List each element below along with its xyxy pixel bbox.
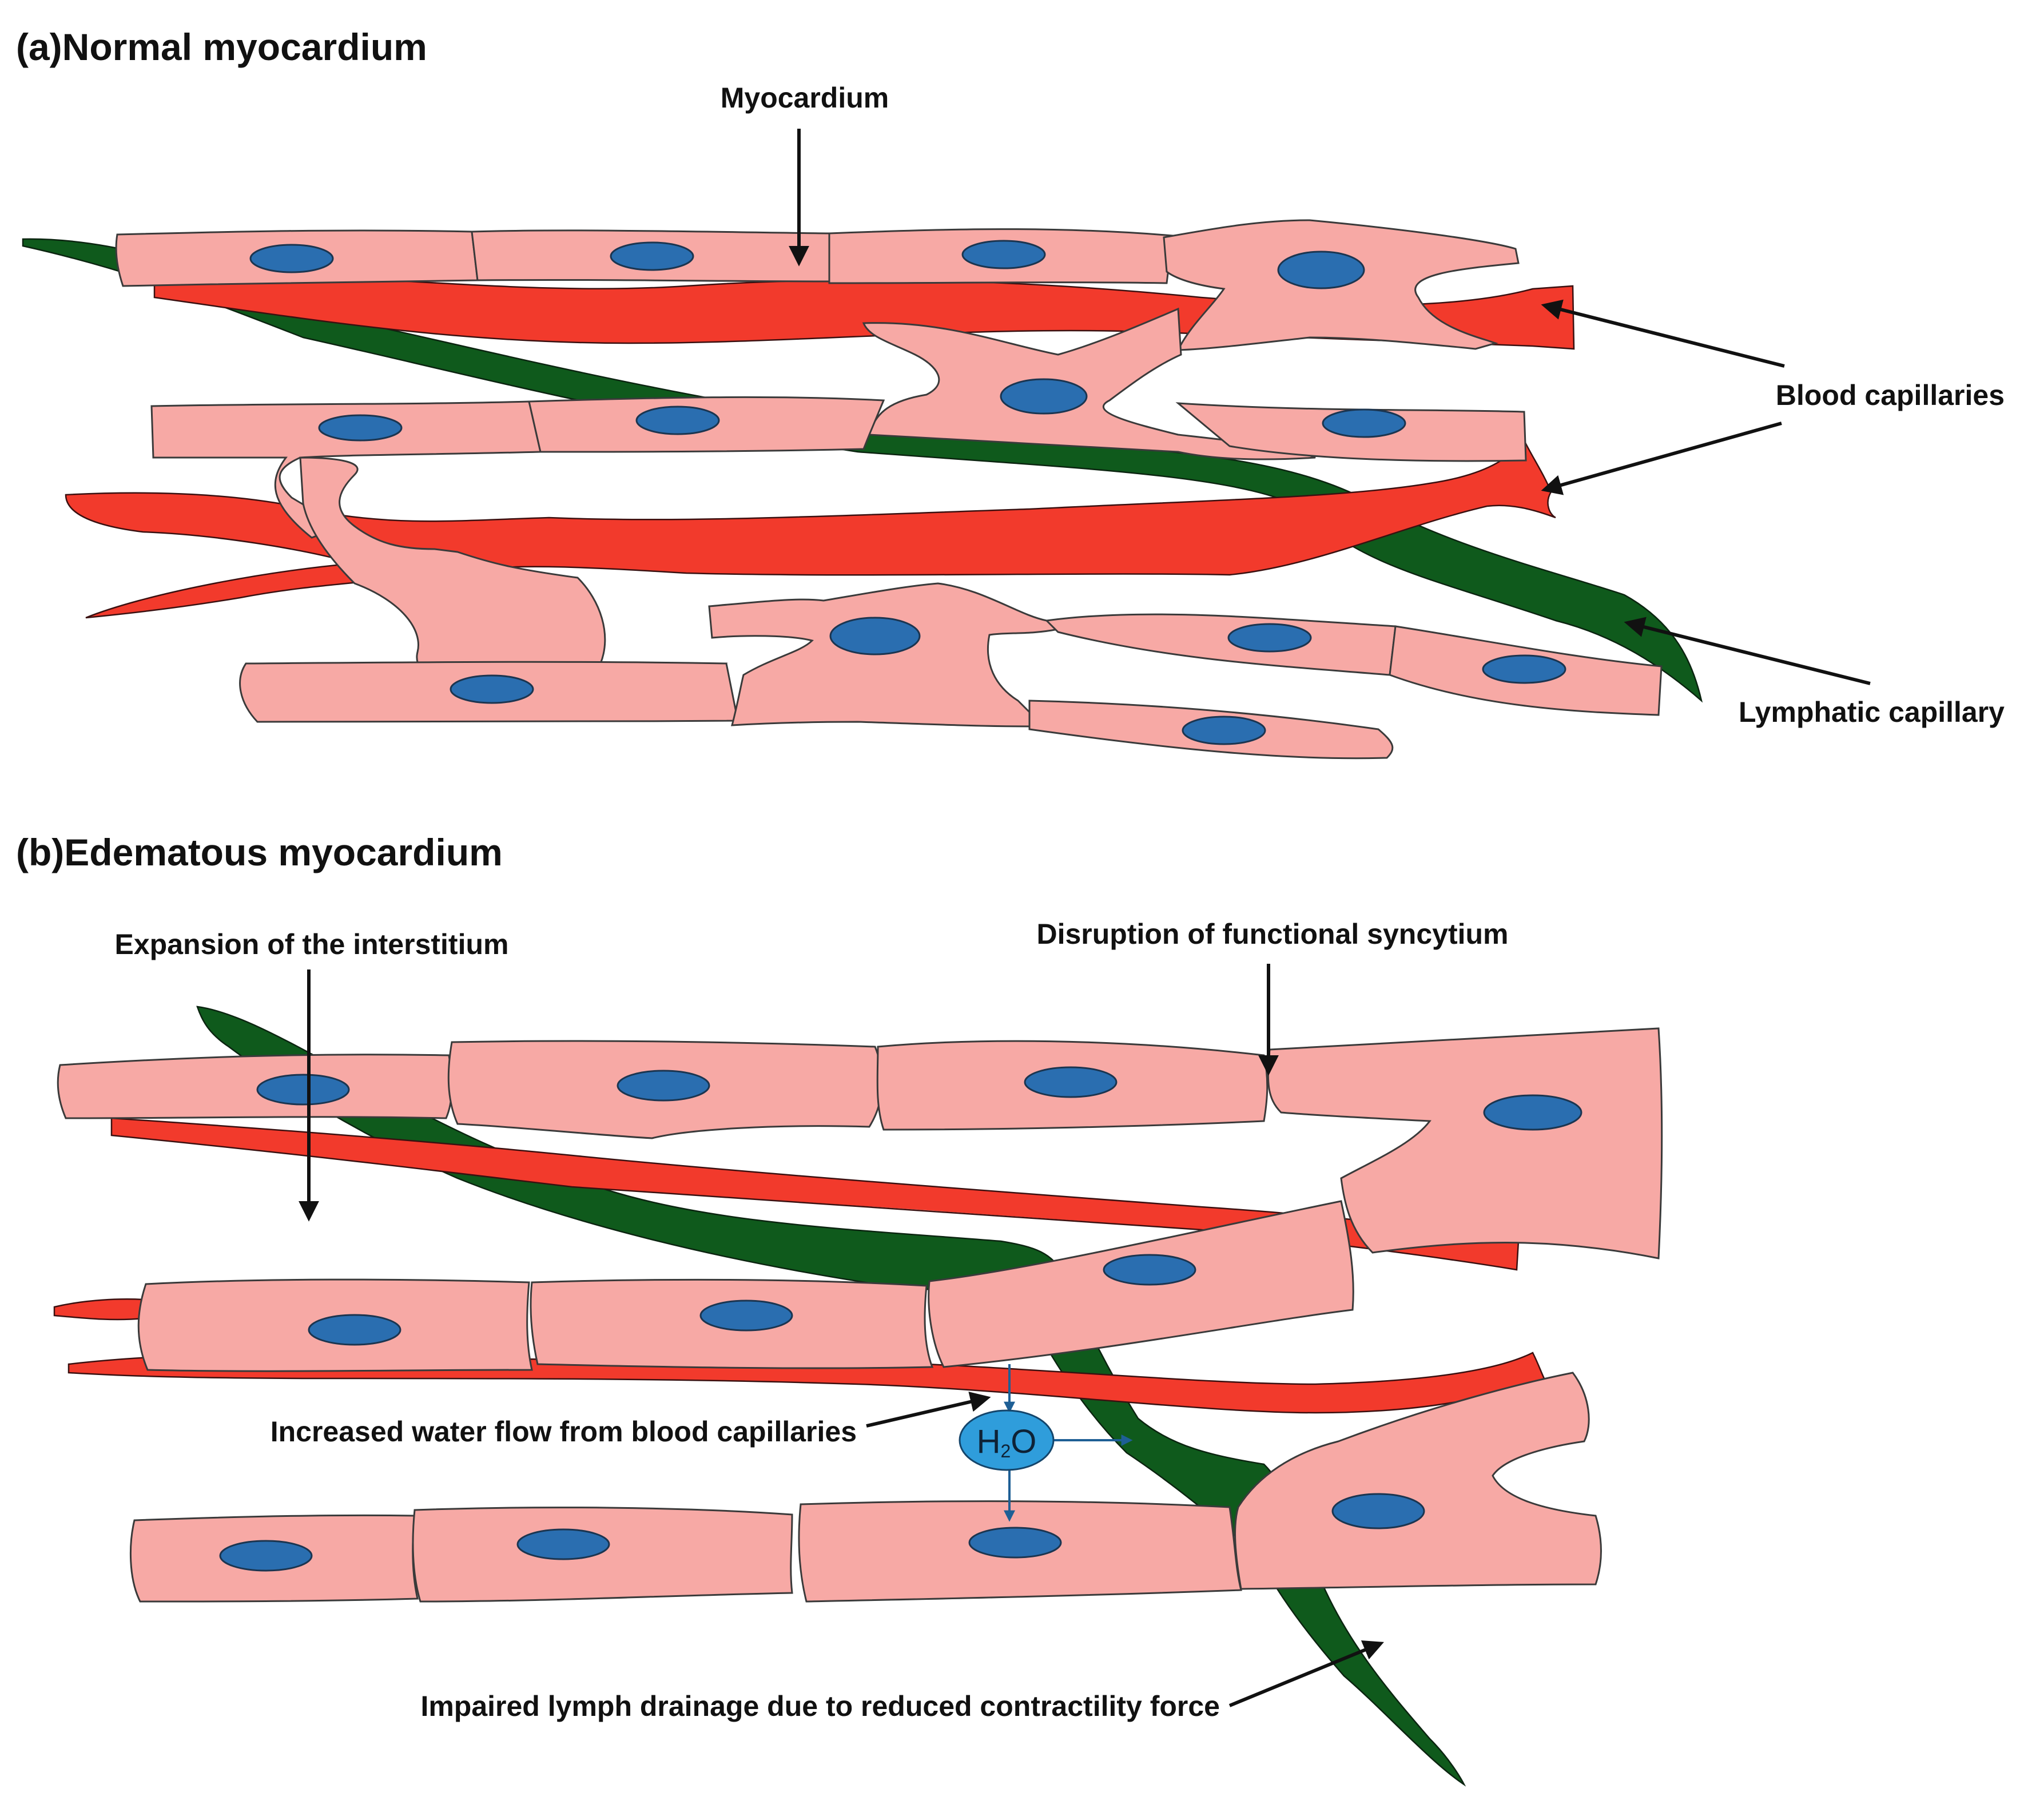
nucleus-icon (318, 414, 403, 442)
impaired-drainage-arrow (1228, 1640, 1384, 1707)
lymphatic-capillary-label: Lymphatic capillary (1739, 696, 2005, 728)
panel-b-title: (b)Edematous myocardium (16, 831, 503, 873)
nucleus-icon (219, 1540, 313, 1572)
nucleus-icon (249, 244, 334, 273)
myocyte-b-9 (412, 1507, 793, 1603)
myocytes-b (57, 1027, 1663, 1603)
nucleus-icon (829, 617, 921, 655)
water-bubble (959, 1409, 1055, 1471)
myocyte-a-6 (150, 400, 542, 539)
nucleus-icon (617, 1070, 710, 1102)
lymphatic-capillary-arrow (1624, 617, 1871, 685)
panel-b: (b)Edematous myocardium (16, 831, 1663, 1787)
nucleus-icon (1483, 1094, 1582, 1131)
nucleus-icon (1277, 251, 1365, 289)
myocytes-a (115, 219, 1663, 760)
nucleus-icon (1331, 1493, 1425, 1529)
nuclei-a (249, 240, 1566, 745)
nucleus-icon (1482, 654, 1566, 684)
myocyte-b-11-branching (1234, 1372, 1602, 1590)
nucleus-icon (1024, 1066, 1118, 1098)
panel-a-title: (a)Normal myocardium (16, 26, 427, 68)
water-flux: H2O (959, 1364, 1133, 1522)
myocyte-a-12 (1044, 613, 1397, 676)
myocardium-label: Myocardium (721, 82, 889, 114)
myocyte-a-11-branching (708, 582, 1060, 728)
myocyte-a-5-branching (862, 307, 1316, 460)
myocyte-b-1 (57, 1054, 453, 1119)
impaired-drainage-label: Impaired lymph drainage due to reduced c… (420, 1690, 1220, 1722)
nucleus-icon (961, 240, 1046, 269)
nucleus-icon (699, 1300, 793, 1332)
nucleus-icon (635, 406, 720, 435)
nucleus-icon (1000, 378, 1088, 415)
nucleus-icon (450, 674, 534, 704)
nucleus-icon (1322, 408, 1406, 438)
blood-capillary-b-top (110, 1117, 1520, 1271)
nucleus-icon (516, 1528, 610, 1560)
myocyte-a-9-s-branch (299, 456, 728, 693)
myocyte-b-4-branching (1267, 1027, 1663, 1259)
nucleus-icon (610, 241, 694, 271)
blood-capillaries-arrow-lower (1541, 422, 1782, 495)
nucleus-icon (968, 1527, 1062, 1559)
blood-capillaries-label: Blood capillaries (1776, 379, 2005, 411)
panel-a: (a)Normal myocardium (16, 26, 2005, 760)
blood-capillaries-arrow-upper (1541, 299, 1785, 368)
water-flow-label: Increased water flow from blood capillar… (271, 1416, 857, 1448)
nucleus-icon (1227, 623, 1312, 653)
disruption-label: Disruption of functional syncytium (1036, 918, 1508, 950)
water-flow-arrow (866, 1392, 991, 1428)
nucleus-icon (308, 1314, 401, 1346)
expansion-label: Expansion of the interstitium (115, 928, 509, 960)
nuclei-b (219, 1066, 1582, 1572)
nucleus-icon (256, 1074, 350, 1106)
blood-capillary-a-middle (65, 439, 1556, 619)
water-label: H2O (977, 1423, 1037, 1461)
nucleus-icon (1103, 1254, 1196, 1286)
nucleus-icon (1182, 716, 1266, 745)
